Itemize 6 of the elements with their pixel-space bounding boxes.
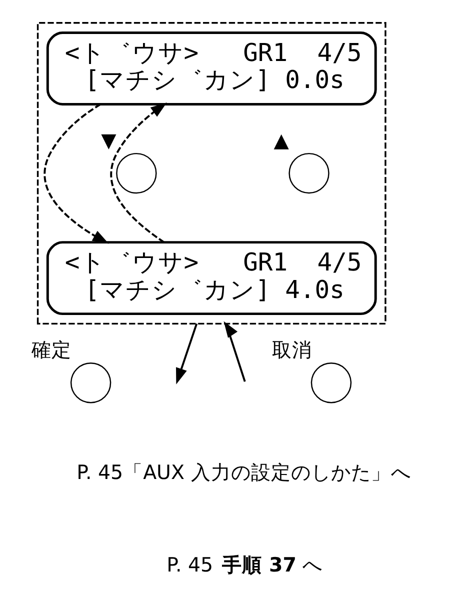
node-label: ▼ xyxy=(101,129,116,152)
node-label: 確定 xyxy=(31,338,72,362)
label: P. 45「AUX 入力の設定のしかた」へ xyxy=(76,460,411,484)
node-label: 取消 xyxy=(272,338,312,362)
node-label: ▲ xyxy=(274,129,289,152)
label: P. 45 手順 37 へ xyxy=(166,553,322,576)
